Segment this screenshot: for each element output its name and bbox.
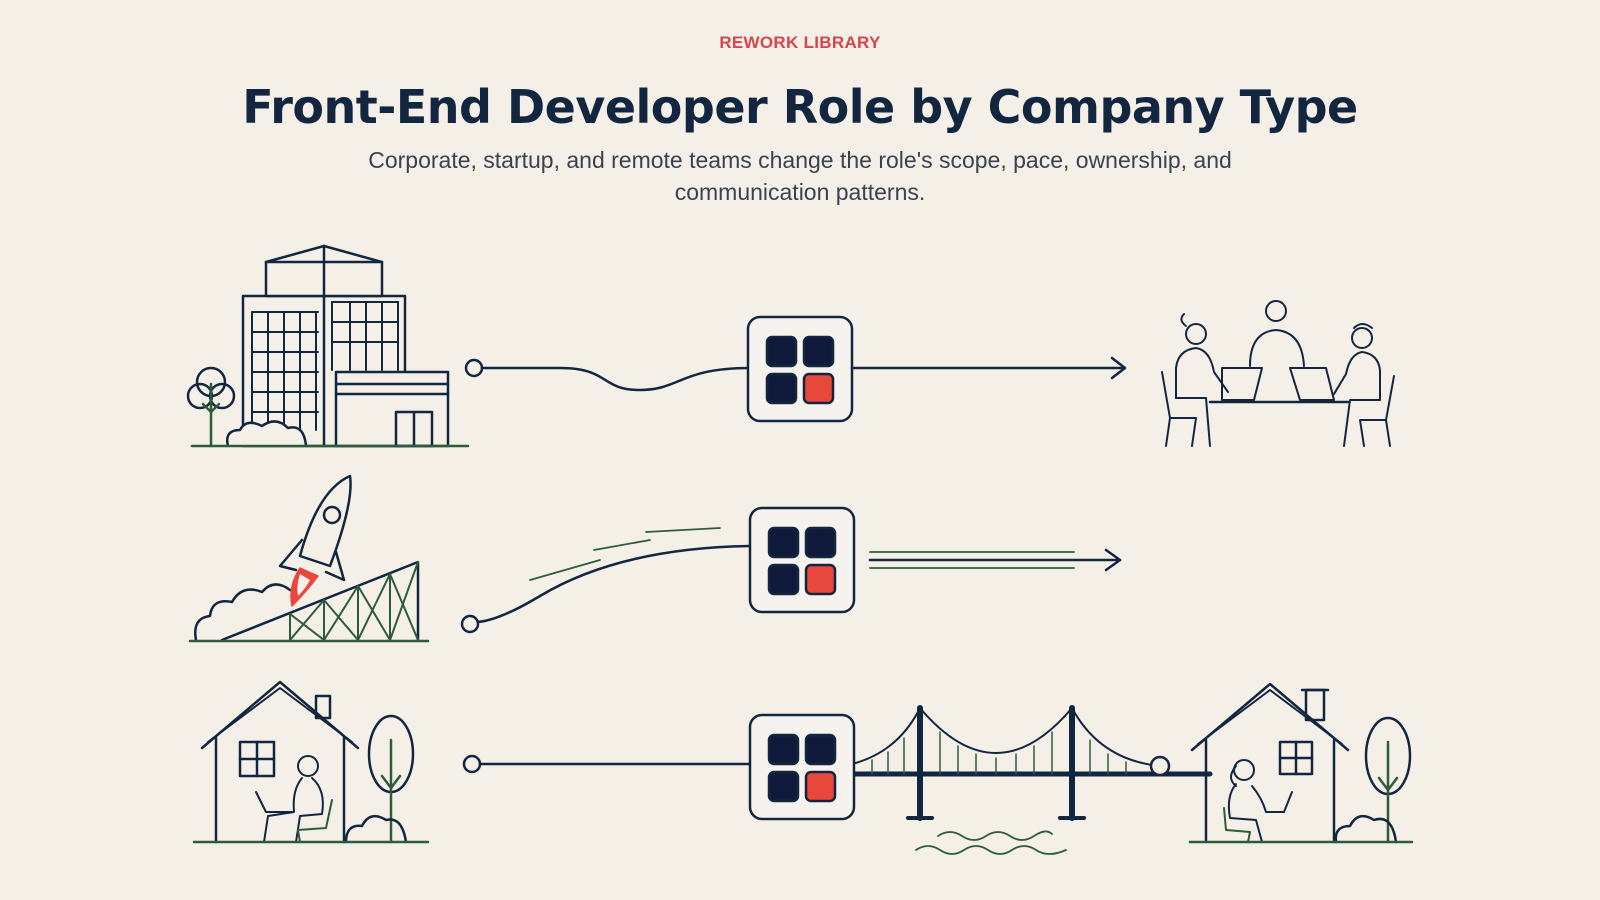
eyebrow-label: REWORK LIBRARY — [719, 33, 881, 52]
page-title: Front-End Developer Role by Company Type — [242, 80, 1358, 134]
remote-home-worker-icon — [1188, 682, 1414, 844]
wavy-path — [464, 358, 752, 392]
fast-curve-path — [460, 527, 752, 634]
speed-arrow-icon — [868, 548, 1122, 572]
rocket-launch-icon — [188, 474, 430, 643]
arrow-to-team — [850, 356, 1127, 380]
bridge-path — [462, 705, 1213, 855]
office-building-icon — [186, 244, 470, 448]
app-grid-icon — [746, 315, 854, 423]
page-subtitle: Corporate, startup, and remote teams cha… — [368, 147, 1232, 205]
team-meeting-icon — [1161, 300, 1395, 447]
app-grid-icon — [748, 713, 856, 821]
row-corporate — [186, 244, 1395, 448]
row-startup — [188, 474, 1122, 643]
home-worker-icon — [192, 680, 430, 844]
app-grid-icon — [748, 506, 856, 614]
row-remote — [192, 680, 1414, 855]
